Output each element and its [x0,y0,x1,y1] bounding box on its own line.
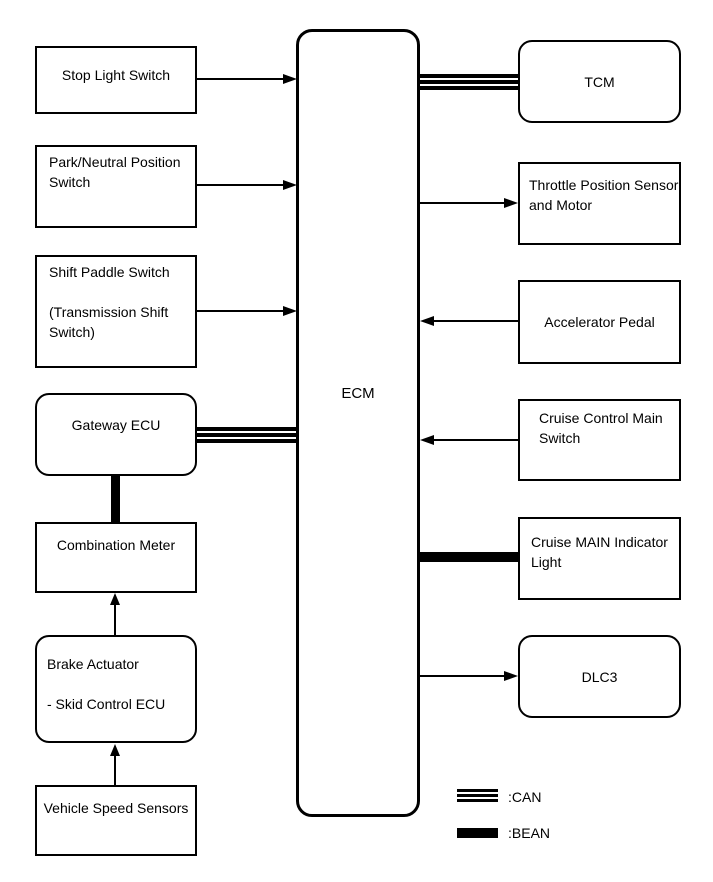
brake-actuator-to-combination-meter-line [114,604,116,636]
stop-light-to-ecm-arrowhead-icon [283,74,297,84]
node-park-neutral-position-switch: Park/Neutral Position Switch [35,145,197,228]
node-label: DLC3 [581,668,618,685]
node-label: Accelerator Pedal [544,314,655,330]
gateway-ecu-to-ecm-can-line [197,427,296,443]
ecm-to-cruise-indicator-bean-line [420,552,518,562]
shift-paddle-to-ecm-line [197,310,284,312]
vehicle-speed-sensors-to-brake-actuator-arrowhead-icon [110,744,120,756]
stop-light-to-ecm-line [197,78,284,80]
node-label: Brake Actuator - Skid Control ECU [47,656,166,712]
legend-can-label: :CAN [508,789,542,805]
legend-bean-symbol-icon [457,828,498,838]
node-label: Gateway ECU [71,417,161,433]
node-combination-meter: Combination Meter [35,522,197,593]
node-stop-light-switch: Stop Light Switch [35,46,197,114]
node-vehicle-speed-sensors: Vehicle Speed Sensors [35,785,197,856]
accelerator-pedal-to-ecm-line [433,320,518,322]
cruise-main-switch-to-ecm-line [433,439,518,441]
ecm-to-dlc3-arrowhead-icon [504,671,518,681]
node-label: Park/Neutral Position Switch [49,154,181,190]
node-label: Shift Paddle Switch (Transmission Shift … [49,264,170,340]
legend-can-symbol-icon [457,789,498,802]
park-neutral-to-ecm-arrowhead-icon [283,180,297,190]
node-label: Cruise Control Main Switch [539,410,663,446]
node-brake-actuator: Brake Actuator - Skid Control ECU [35,635,197,743]
cruise-main-switch-to-ecm-arrowhead-icon [420,435,434,445]
ecm-to-dlc3-line [420,675,505,677]
ecm-to-tcm-can-line [420,74,518,90]
node-throttle-position-sensor-and-motor: Throttle Position Sensor and Motor [518,162,681,245]
node-label: Combination Meter [56,537,176,553]
node-label: Cruise MAIN Indicator Light [531,534,668,570]
node-gateway-ecu: Gateway ECU [35,393,197,476]
node-shift-paddle-switch: Shift Paddle Switch (Transmission Shift … [35,255,197,368]
node-cruise-main-indicator-light: Cruise MAIN Indicator Light [518,517,681,600]
ecm-to-throttle-line [420,202,505,204]
node-cruise-control-main-switch: Cruise Control Main Switch [518,399,681,481]
legend-bean-label: :BEAN [508,825,551,841]
node-accelerator-pedal: Accelerator Pedal [518,280,681,364]
brake-actuator-to-combination-meter-arrowhead-icon [110,593,120,605]
node-label: ECM [341,385,375,402]
node-dlc3: DLC3 [518,635,681,718]
accelerator-pedal-to-ecm-arrowhead-icon [420,316,434,326]
node-tcm: TCM [518,40,681,123]
node-label: Stop Light Switch [61,67,171,83]
node-label: Vehicle Speed Sensors [43,800,189,816]
ecm-to-throttle-arrowhead-icon [504,198,518,208]
park-neutral-to-ecm-line [197,184,284,186]
node-ecm: ECM [296,29,420,817]
shift-paddle-to-ecm-arrowhead-icon [283,306,297,316]
node-label: TCM [584,73,615,90]
node-label: Throttle Position Sensor and Motor [529,177,679,213]
gateway-ecu-to-combination-meter-bean-line [111,475,120,523]
vehicle-speed-sensors-to-brake-actuator-line [114,755,116,786]
